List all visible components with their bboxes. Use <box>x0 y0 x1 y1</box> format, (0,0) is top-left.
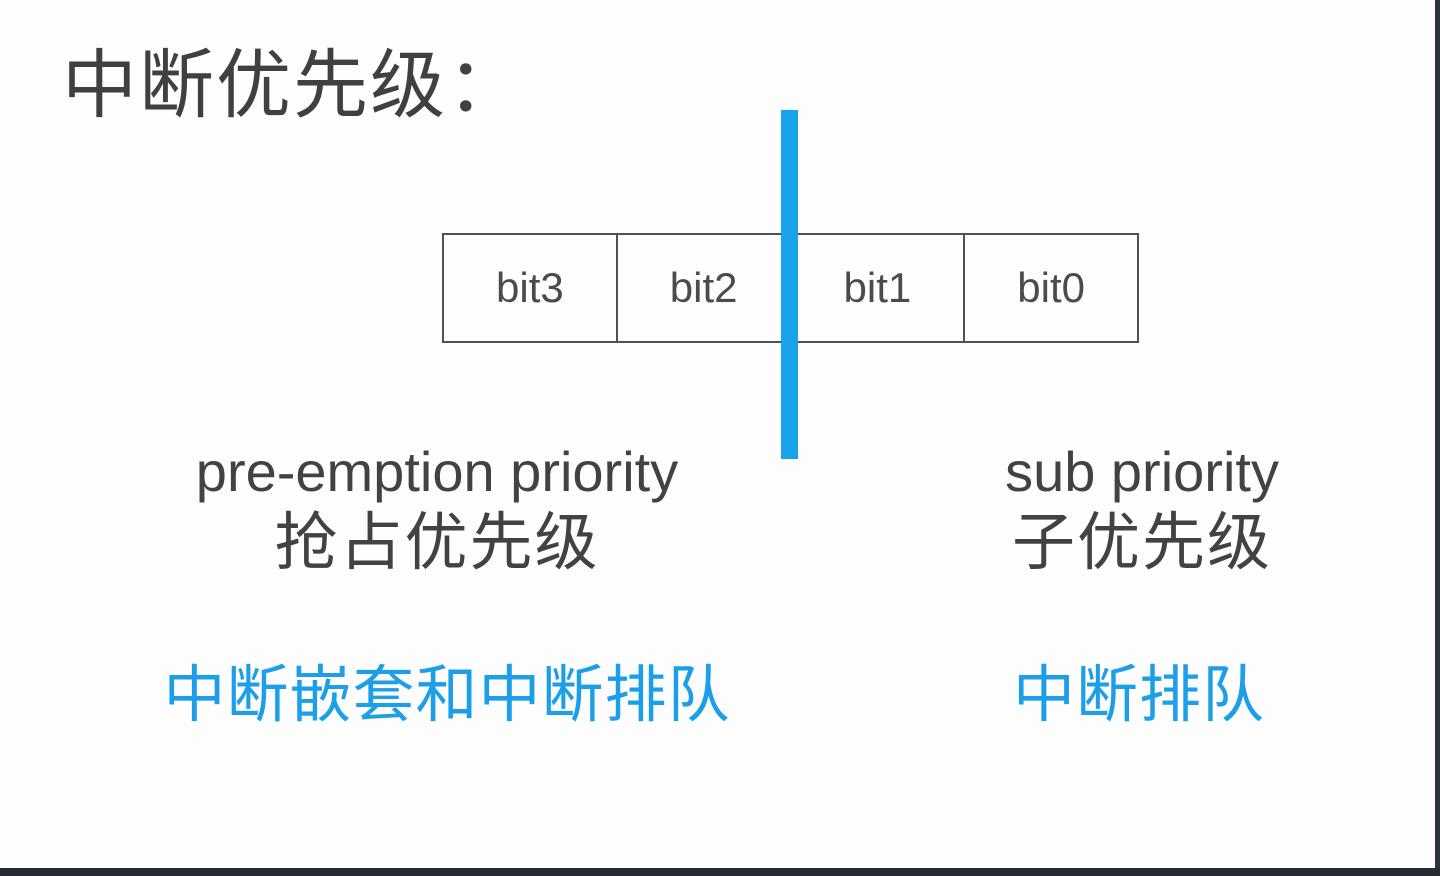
preemption-priority-label-zh: 抢占优先级 <box>274 508 600 579</box>
preemption-priority-label-en: pre-emption priority <box>195 440 679 503</box>
sub-priority-note: 中断排队 <box>1012 661 1266 730</box>
right-edge-bar <box>1435 0 1440 876</box>
bit-cell-bit0: bit0 <box>963 235 1137 341</box>
bit-cell-bit1: bit1 <box>789 235 964 341</box>
sub-priority-label-zh: 子优先级 <box>1012 508 1272 579</box>
page-title: 中断优先级： <box>62 43 525 127</box>
preemption-priority-label: pre-emption priority 抢占优先级 <box>196 438 678 581</box>
bit-cell-bit3: bit3 <box>496 264 564 311</box>
bottom-edge-bar <box>0 868 1440 876</box>
priority-split-divider <box>781 110 798 459</box>
sub-priority-label-en: sub priority <box>1005 440 1279 503</box>
preemption-priority-note: 中断嵌套和中断排队 <box>163 661 731 730</box>
sub-priority-label: sub priority 子优先级 <box>1005 438 1279 581</box>
bit-cell-bit2: bit2 <box>615 235 790 341</box>
